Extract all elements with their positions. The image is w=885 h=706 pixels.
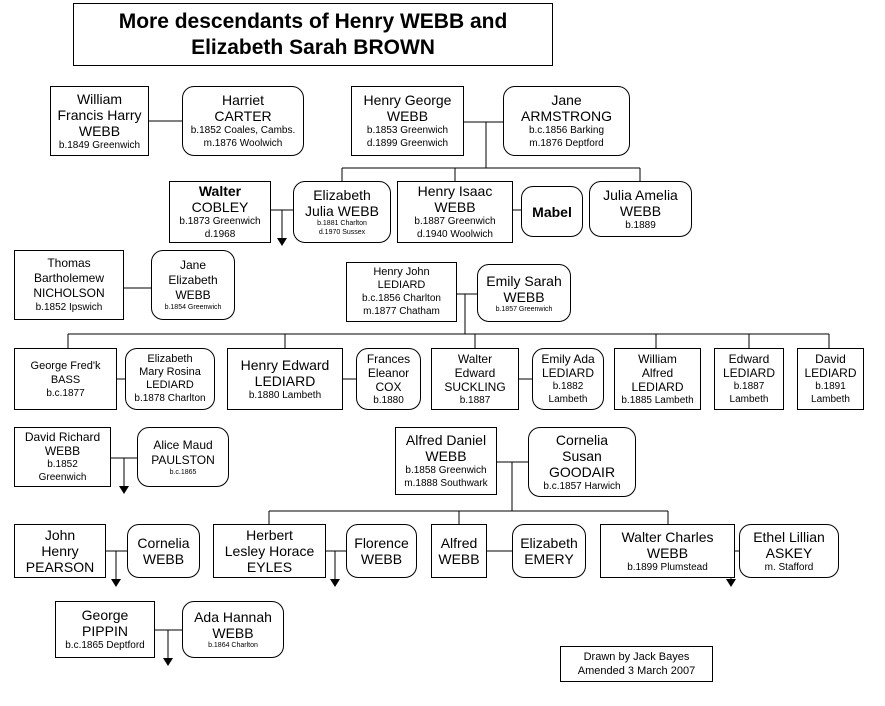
person-alfred-webb[interactable]: Alfred WEBB — [431, 524, 487, 578]
person-elizabeth-emery[interactable]: Elizabeth EMERY — [512, 524, 586, 578]
person-john-henry-pearson[interactable]: John Henry PEARSON — [14, 524, 106, 578]
person-george-bass[interactable]: George Fred'k BASS b.c.1877 — [14, 348, 117, 410]
person-cornelia-susan-goodair[interactable]: Cornelia Susan GOODAIR b.c.1857 Harwich — [528, 427, 636, 497]
person-walter-edward-suckling[interactable]: Walter Edward SUCKLING b.1887 — [431, 348, 519, 410]
person-david-richard-webb[interactable]: David Richard WEBB b.1852 Greenwich — [14, 427, 111, 487]
person-edward-lediard[interactable]: Edward LEDIARD b.1887 Lambeth — [714, 348, 784, 410]
person-florence-webb[interactable]: Florence WEBB — [346, 524, 417, 578]
person-ada-hannah-webb[interactable]: Ada Hannah WEBB b.1864 Charlton — [182, 601, 284, 658]
person-elizabeth-julia-webb[interactable]: Elizabeth Julia WEBB b.1881 Charlton d.1… — [293, 181, 391, 243]
credit-line-2: Amended 3 March 2007 — [577, 665, 696, 677]
person-alice-maud-paulston[interactable]: Alice Maud PAULSTON b.c.1865 — [137, 427, 229, 487]
person-henry-isaac-webb[interactable]: Henry Isaac WEBB b.1887 Greenwich d.1940… — [397, 181, 513, 243]
person-herbert-lesley-horace-eyles[interactable]: Herbert Lesley Horace EYLES — [213, 524, 326, 578]
person-emily-sarah-webb[interactable]: Emily Sarah WEBB b.1857 Greenwich — [477, 264, 571, 322]
person-cornelia-webb[interactable]: Cornelia WEBB — [127, 524, 200, 578]
person-harriet-carter[interactable]: Harriet CARTER b.1852 Coales, Cambs. m.1… — [182, 86, 304, 156]
person-alfred-daniel-webb[interactable]: Alfred Daniel WEBB b.1858 Greenwich m.18… — [395, 427, 497, 495]
title-line-1: More descendants of Henry WEBB and — [118, 9, 508, 33]
person-thomas-nicholson[interactable]: Thomas Bartholemew NICHOLSON b.1852 Ipsw… — [14, 250, 124, 320]
person-jane-armstrong[interactable]: Jane ARMSTRONG b.c.1856 Barking m.1876 D… — [503, 86, 630, 156]
person-henry-john-lediard[interactable]: Henry John LEDIARD b.c.1856 Charlton m.1… — [346, 262, 457, 322]
person-ethel-lillian-askey[interactable]: Ethel Lillian ASKEY m. Stafford — [739, 524, 839, 578]
person-frances-eleanor-cox[interactable]: Frances Eleanor COX b.1880 — [356, 348, 421, 410]
person-jane-elizabeth-webb[interactable]: Jane Elizabeth WEBB b.1854 Greenwich — [151, 250, 235, 320]
credit-line-1: Drawn by Jack Bayes — [583, 651, 690, 663]
credit-box: Drawn by Jack Bayes Amended 3 March 2007 — [560, 646, 713, 682]
person-william-alfred-lediard[interactable]: William Alfred LEDIARD b.1885 Lambeth — [614, 348, 701, 410]
person-julia-amelia-webb[interactable]: Julia Amelia WEBB b.1889 — [589, 181, 692, 237]
person-william-francis-harry-webb[interactable]: William Francis Harry WEBB b.1849 Greenw… — [50, 86, 149, 156]
person-george-pippin[interactable]: George PIPPIN b.c.1865 Deptford — [55, 601, 155, 658]
person-mabel[interactable]: Mabel — [521, 186, 583, 237]
person-henry-edward-lediard[interactable]: Henry Edward LEDIARD b.1880 Lambeth — [227, 348, 343, 410]
person-walter-charles-webb[interactable]: Walter Charles WEBB b.1899 Plumstead — [600, 524, 735, 578]
person-henry-george-webb[interactable]: Henry George WEBB b.1853 Greenwich d.189… — [351, 86, 464, 156]
person-emily-ada-lediard[interactable]: Emily Ada LEDIARD b.1882 Lambeth — [532, 348, 604, 410]
title-line-2: Elizabeth Sarah BROWN — [191, 35, 435, 59]
person-walter-cobley[interactable]: Walter COBLEY b.1873 Greenwich d.1968 — [169, 181, 271, 243]
person-david-lediard[interactable]: David LEDIARD b.1891 Lambeth — [797, 348, 864, 410]
person-elizabeth-mary-rosina-lediard[interactable]: Elizabeth Mary Rosina LEDIARD b.1878 Cha… — [125, 348, 215, 410]
chart-title: More descendants of Henry WEBB and Eliza… — [73, 3, 553, 66]
